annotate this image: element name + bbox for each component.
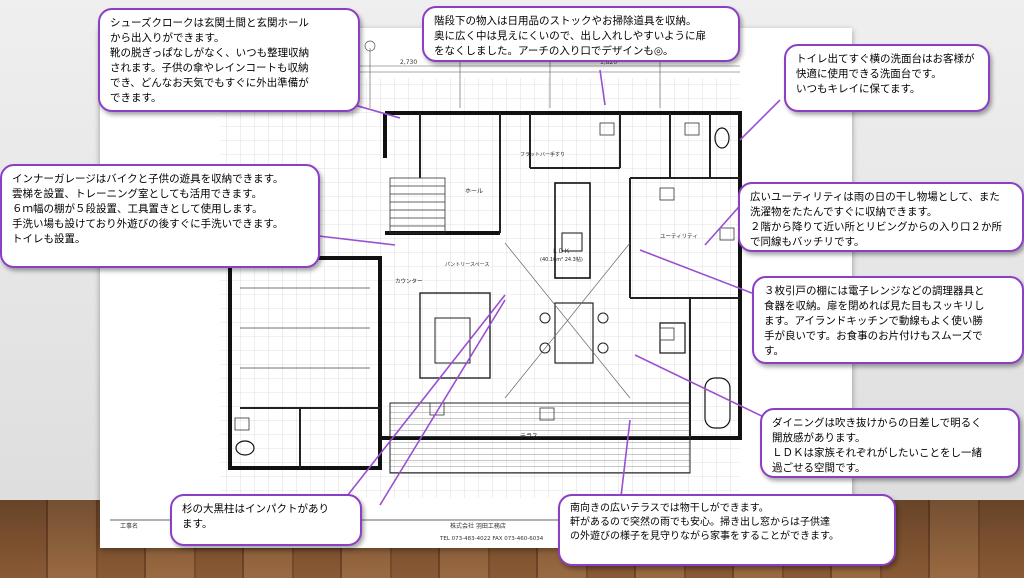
counter-label: カウンター xyxy=(395,277,423,285)
flat-bar-label: フラットバー手すり xyxy=(520,151,565,158)
title-block-tel: TEL 073-483-4022 FAX 073-460-6034 xyxy=(439,536,544,542)
callout-sliding-shelf: ３枚引戸の棚には電子レンジなどの調理器具と 食器を収納。扉を閉めれば見た目もスッ… xyxy=(752,276,1024,364)
title-block-company: 株式会社 羽田工務店 xyxy=(450,522,506,530)
callout-toilet-sink: トイレ出てすぐ横の洗面台はお客様が 快適に使用できる洗面台です。 いつもキレイに… xyxy=(784,44,990,112)
ldk-area-label: (40.16m² 24.3帖) xyxy=(540,256,583,263)
callout-terrace: 南向きの広いテラスでは物干しができます。 軒があるので突然の雨でも安心。掃き出し… xyxy=(558,494,896,566)
dimension-label-2: 1,820 xyxy=(600,59,617,66)
utility-label: ユーティリティ xyxy=(660,233,698,240)
pantry-label: パントリースペース xyxy=(445,262,489,268)
callout-stair-storage: 階段下の物入は日用品のストックやお掃除道具を収納。 奥に広く中は見えにくいので、… xyxy=(422,6,740,62)
terrace-label: テラス xyxy=(520,433,538,440)
callout-pillar: 杉の大黒柱はインパクトがあり ます。 xyxy=(170,494,362,546)
callout-shoes-cloak: シューズクロークは玄関土間と玄関ホール から出入りができます。 靴の脱ぎっぱなし… xyxy=(98,8,360,112)
dimension-label: 2,730 xyxy=(400,59,417,66)
callout-inner-garage: インナーガレージはバイクと子供の遊具を収納できます。 雲梯を設置、トレーニング室… xyxy=(0,164,320,268)
callout-dining: ダイニングは吹き抜けからの日差しで明るく 開放感があります。 ＬＤＫは家族それぞ… xyxy=(760,408,1020,478)
title-block-label: 工事名 xyxy=(120,522,138,530)
ldk-label: ＬＤＫ xyxy=(552,248,570,255)
hall-label: ホール xyxy=(465,188,483,195)
callout-utility: 広いユーティリティは雨の日の干し物場として、また 洗濯物をたたんですぐに収納でき… xyxy=(738,182,1024,252)
